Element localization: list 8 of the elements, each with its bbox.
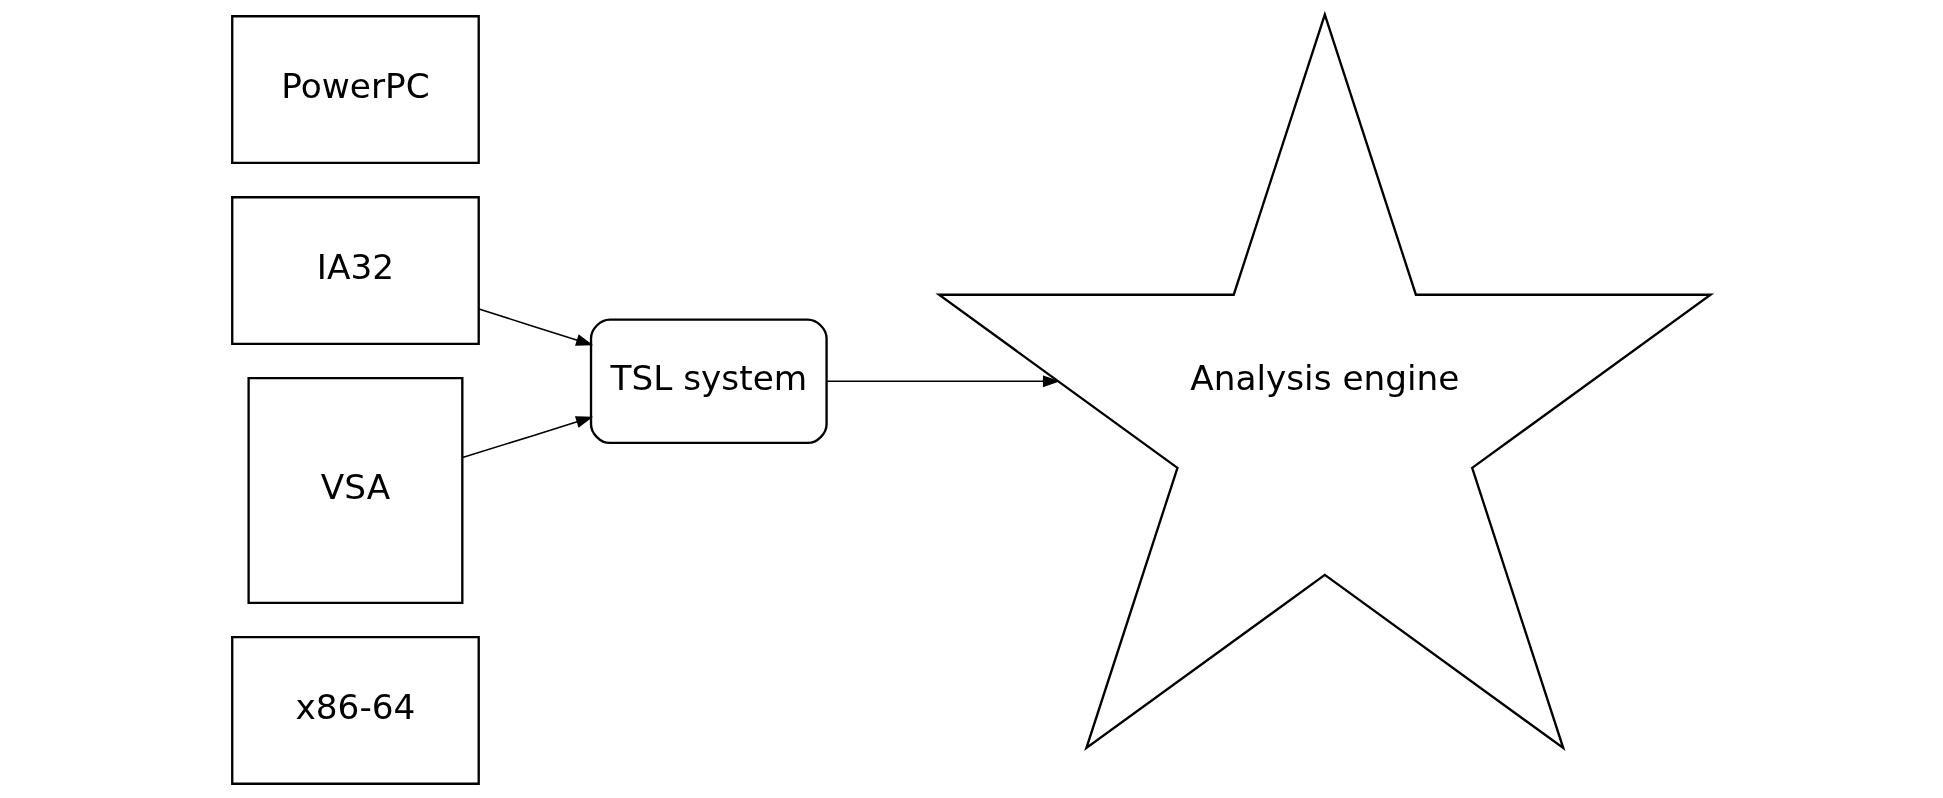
arrow bbox=[461, 416, 594, 459]
node-box: IA32 bbox=[231, 196, 480, 346]
arrow bbox=[478, 308, 594, 346]
node-box: x86-64 bbox=[231, 635, 480, 785]
arrow bbox=[826, 375, 1061, 388]
node-box: VSA bbox=[247, 377, 464, 604]
node-box: TSL system bbox=[589, 318, 828, 445]
node-box: PowerPC bbox=[231, 15, 480, 165]
